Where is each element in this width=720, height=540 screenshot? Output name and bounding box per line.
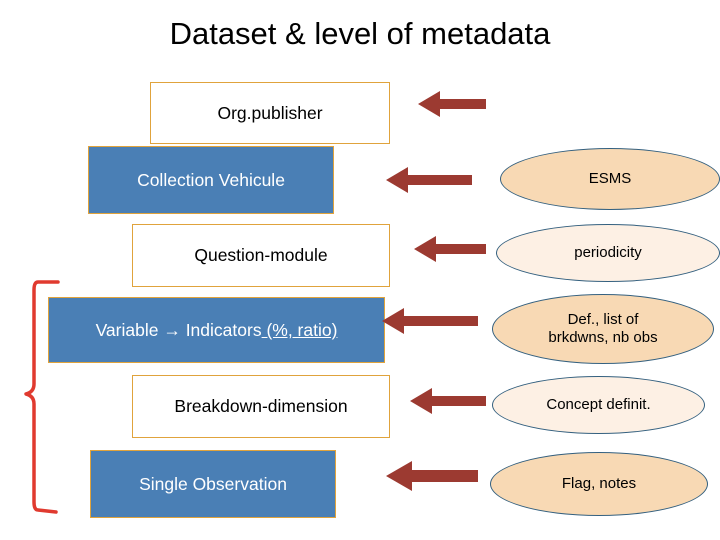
level-box-collection-vehicule: Collection Vehicule bbox=[88, 146, 334, 214]
level-box-breakdown-dimension: Breakdown-dimension bbox=[132, 375, 390, 438]
level-box-question-module: Question-module bbox=[132, 224, 390, 287]
arrow-left-question-module bbox=[414, 233, 486, 265]
arrow-left-org-publisher bbox=[418, 88, 486, 120]
metadata-ellipse-definitions: Def., list of brkdwns, nb obs bbox=[492, 294, 714, 364]
metadata-ellipse-label: ESMS bbox=[588, 170, 632, 187]
metadata-ellipse-label: periodicity bbox=[574, 244, 642, 261]
level-box-org-publisher: Org.publisher bbox=[150, 82, 390, 144]
metadata-ellipse-label: Concept definit. bbox=[546, 396, 651, 413]
metadata-ellipse-label: Def., list of brkdwns, nb obs bbox=[548, 311, 657, 347]
metadata-ellipse-line2: brkdwns, nb obs bbox=[548, 329, 658, 346]
level-box-variable-indicators: Variable → Indicators (%, ratio) bbox=[48, 297, 385, 363]
level-box-label: Single Observation bbox=[139, 473, 287, 494]
arrow-left-collection-vehicule bbox=[386, 164, 472, 196]
level-box-label-underlined: (%, ratio) bbox=[261, 319, 338, 340]
arrow-left-variable-indicators bbox=[382, 305, 478, 337]
arrow-left-breakdown-dimension bbox=[410, 385, 486, 417]
metadata-ellipse-periodicity: periodicity bbox=[496, 224, 720, 282]
level-box-label: Question-module bbox=[194, 245, 328, 266]
level-box-label: Org.publisher bbox=[217, 102, 323, 123]
level-box-label: Breakdown-dimension bbox=[174, 396, 348, 417]
metadata-ellipse-flag-notes: Flag, notes bbox=[490, 452, 708, 516]
left-grouping-bracket bbox=[12, 278, 68, 518]
level-box-label: Variable → Indicators (%, ratio) bbox=[96, 320, 338, 340]
arrow-left-single-observation bbox=[386, 458, 478, 494]
metadata-ellipse-line1: Def., list of bbox=[567, 311, 639, 328]
metadata-ellipse-concept-definition: Concept definit. bbox=[492, 376, 705, 434]
level-box-label: Collection Vehicule bbox=[137, 169, 285, 190]
metadata-ellipse-esms: ESMS bbox=[500, 148, 720, 210]
page-title: Dataset & level of metadata bbox=[169, 16, 551, 51]
level-box-label-plain: Variable → Indicators bbox=[95, 319, 262, 340]
metadata-ellipse-label: Flag, notes bbox=[561, 475, 637, 492]
level-box-single-observation: Single Observation bbox=[90, 450, 336, 518]
